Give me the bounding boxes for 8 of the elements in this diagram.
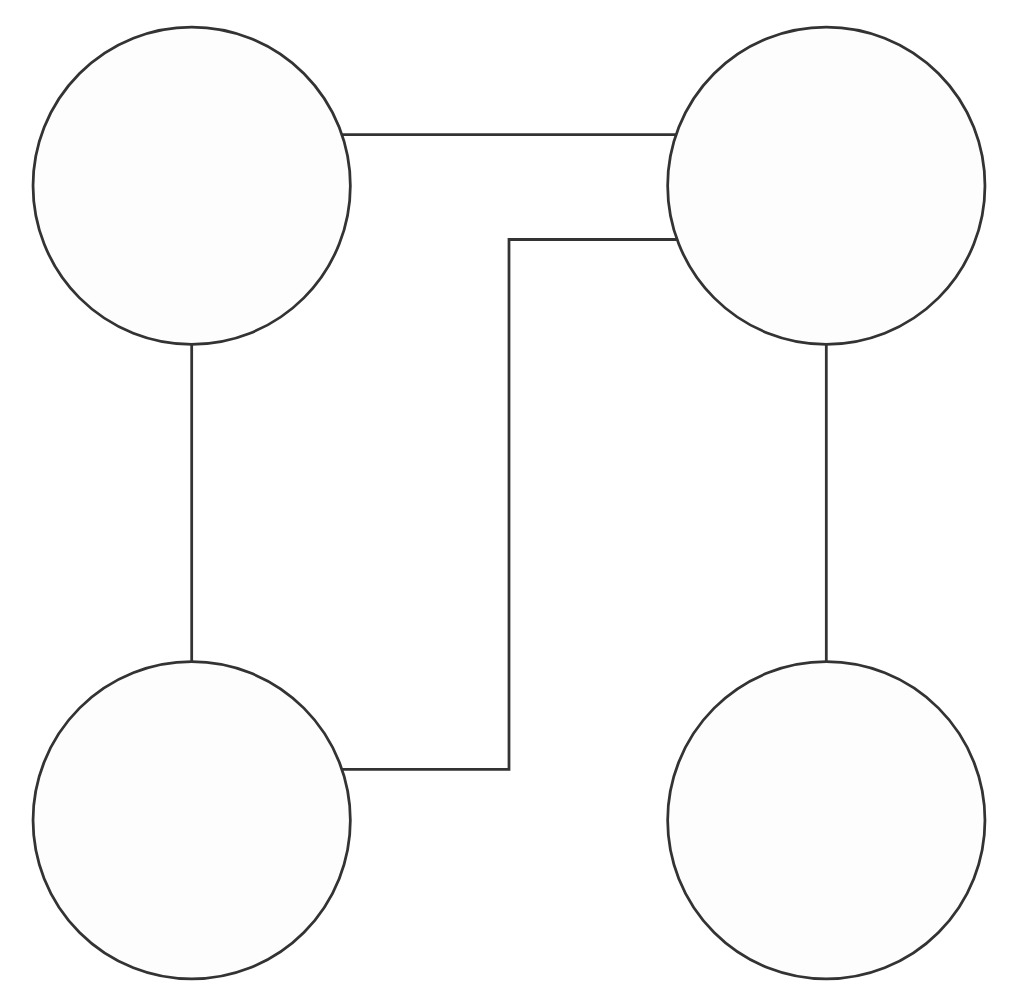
node-circle <box>30 25 351 346</box>
connector <box>189 345 193 661</box>
node-circle <box>665 25 986 346</box>
connector <box>823 345 827 661</box>
node-circle <box>665 660 986 981</box>
connector <box>341 238 676 771</box>
connector <box>341 133 675 137</box>
node-circle <box>30 660 351 981</box>
